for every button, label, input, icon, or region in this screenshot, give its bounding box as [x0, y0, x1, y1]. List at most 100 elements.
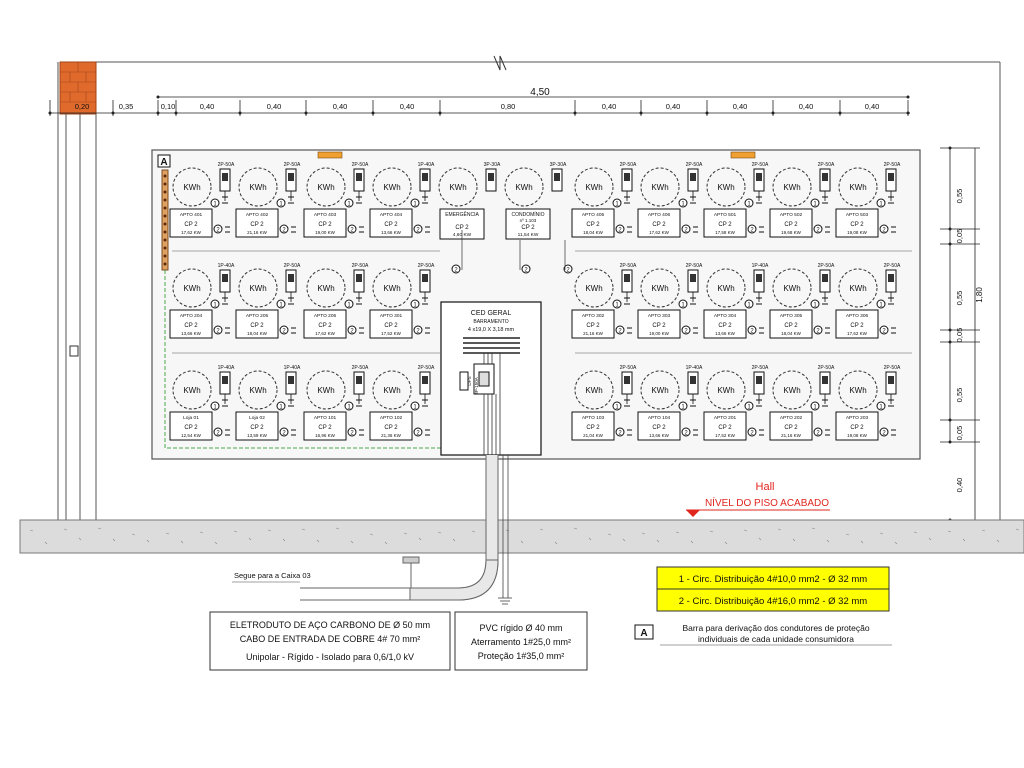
- dim-tick-dot: [705, 111, 709, 115]
- circuit-1-marker: [612, 198, 622, 208]
- floor-hatch: [282, 538, 286, 542]
- circuit-2-number: 2: [350, 431, 354, 437]
- breaker-toggle: [356, 376, 362, 384]
- floor-hatch: [622, 538, 626, 542]
- circuit-1-marker: [210, 299, 220, 309]
- floor-level-label: NÍVEL DO PISO ACABADO: [705, 496, 829, 509]
- circuit-2-number: 2: [816, 329, 820, 335]
- dim-tick-dot: [156, 95, 160, 99]
- circuit-2-number: 2: [454, 268, 458, 274]
- circuit-2-number: 2: [282, 228, 286, 234]
- floor-hatch: [471, 530, 476, 533]
- dim-tick-dot: [48, 111, 52, 115]
- kwh-label: KWh: [383, 284, 400, 293]
- unit-cp: CP 2: [784, 222, 798, 228]
- kwh-label: KWh: [249, 284, 266, 293]
- floor-hatch: [437, 531, 442, 534]
- cp-box: [637, 411, 681, 441]
- unit-load: 13,66 KW: [649, 433, 670, 438]
- kwh-meter-icon: [772, 268, 812, 308]
- conduit-spec-box: [209, 611, 451, 671]
- dim-tick-dot: [948, 227, 952, 231]
- breaker-toggle: [422, 274, 428, 282]
- cp-box: [637, 309, 681, 339]
- dim-tick-dot: [238, 111, 242, 115]
- breaker-toggle: [288, 173, 294, 181]
- kwh-label: KWh: [383, 386, 400, 395]
- floor-hatch: [724, 541, 728, 545]
- circuit-2-number: 2: [618, 228, 622, 234]
- circuit-2-marker: [521, 264, 531, 274]
- unit-cp: CP 2: [384, 323, 398, 329]
- kwh-meter-icon: [640, 268, 680, 308]
- circuit-1-marker: [410, 401, 420, 411]
- dim-tick-dot: [438, 111, 442, 115]
- bus-terminal: [163, 198, 167, 202]
- circuit-2-marker: [681, 325, 691, 335]
- circuit-2-number: 2: [416, 228, 420, 234]
- unit-breaker-label: 2P-50A: [752, 162, 769, 168]
- unit-cp: CP 2: [384, 222, 398, 228]
- circuit-2-number: 2: [216, 431, 220, 437]
- unit-load: 21,16 KW: [583, 331, 604, 336]
- ced-dps: DPS: [467, 376, 472, 385]
- kwh-meter-icon: [306, 268, 346, 308]
- bus-terminal: [163, 174, 167, 178]
- unit-cp: CP 2: [184, 323, 198, 329]
- cp-box: [303, 411, 347, 441]
- unit-breaker-label: 1P-40A: [284, 365, 301, 371]
- dim-segment-label: 0,55: [955, 388, 964, 403]
- floor-hatch: [758, 537, 762, 541]
- cp-box: [303, 208, 347, 238]
- breaker-toggle: [422, 376, 428, 384]
- circuit-2-marker: [879, 224, 889, 234]
- cp-box: [571, 411, 615, 441]
- unit-breaker-label: 3P-30A: [550, 162, 567, 168]
- floor-hatch: [384, 541, 388, 545]
- kwh-meter-icon: [772, 370, 812, 410]
- kwh-meter-icon: [172, 268, 212, 308]
- floor-hatch: [792, 538, 796, 542]
- circuit-1-number: 1: [747, 303, 751, 309]
- circuit-1-number: 1: [279, 202, 283, 208]
- floor-hatch: [78, 537, 82, 541]
- dim-tick-dot: [174, 111, 178, 115]
- ced-subtitle: BARRAMENTO: [473, 319, 508, 325]
- dim-segment-label: 0,40: [267, 102, 282, 111]
- unit-cp: CP 2: [318, 323, 332, 329]
- unit-name: APTO 302: [582, 313, 605, 319]
- dim-segment-label: 0,40: [333, 102, 348, 111]
- dim-tick-dot: [838, 111, 842, 115]
- circuit-2-number: 2: [750, 329, 754, 335]
- dim-segment-label: 0,05: [955, 328, 964, 343]
- unit-cp: CP 2: [850, 222, 864, 228]
- cp-box: [835, 309, 879, 339]
- unit-name: APTO 101: [314, 415, 337, 421]
- cp-box: [169, 309, 213, 339]
- floor-hatch: [301, 528, 306, 531]
- circuit-2-marker: [879, 427, 889, 437]
- hall-label: Hall: [756, 481, 775, 493]
- circuit-2-number: 2: [216, 228, 220, 234]
- circuit-1-number: 1: [813, 405, 817, 411]
- kwh-meter-icon: [372, 370, 412, 410]
- bar-marker-box: [157, 154, 171, 168]
- kwh-label: KWh: [651, 284, 668, 293]
- floor-hatch: [316, 539, 320, 543]
- unit-breaker-label: 1P-40A: [218, 365, 235, 371]
- circuit-2-marker: [451, 264, 461, 274]
- circuit-1-number: 1: [347, 202, 351, 208]
- cp-box: [769, 309, 813, 339]
- bus-terminal: [163, 262, 167, 266]
- kwh-meter-icon: [574, 268, 614, 308]
- cp-box: [169, 208, 213, 238]
- cp-box: [835, 208, 879, 238]
- cp-box: [369, 411, 413, 441]
- kwh-meter-icon: [372, 167, 412, 207]
- kwh-label: KWh: [515, 183, 532, 192]
- circuit-1-marker: [344, 299, 354, 309]
